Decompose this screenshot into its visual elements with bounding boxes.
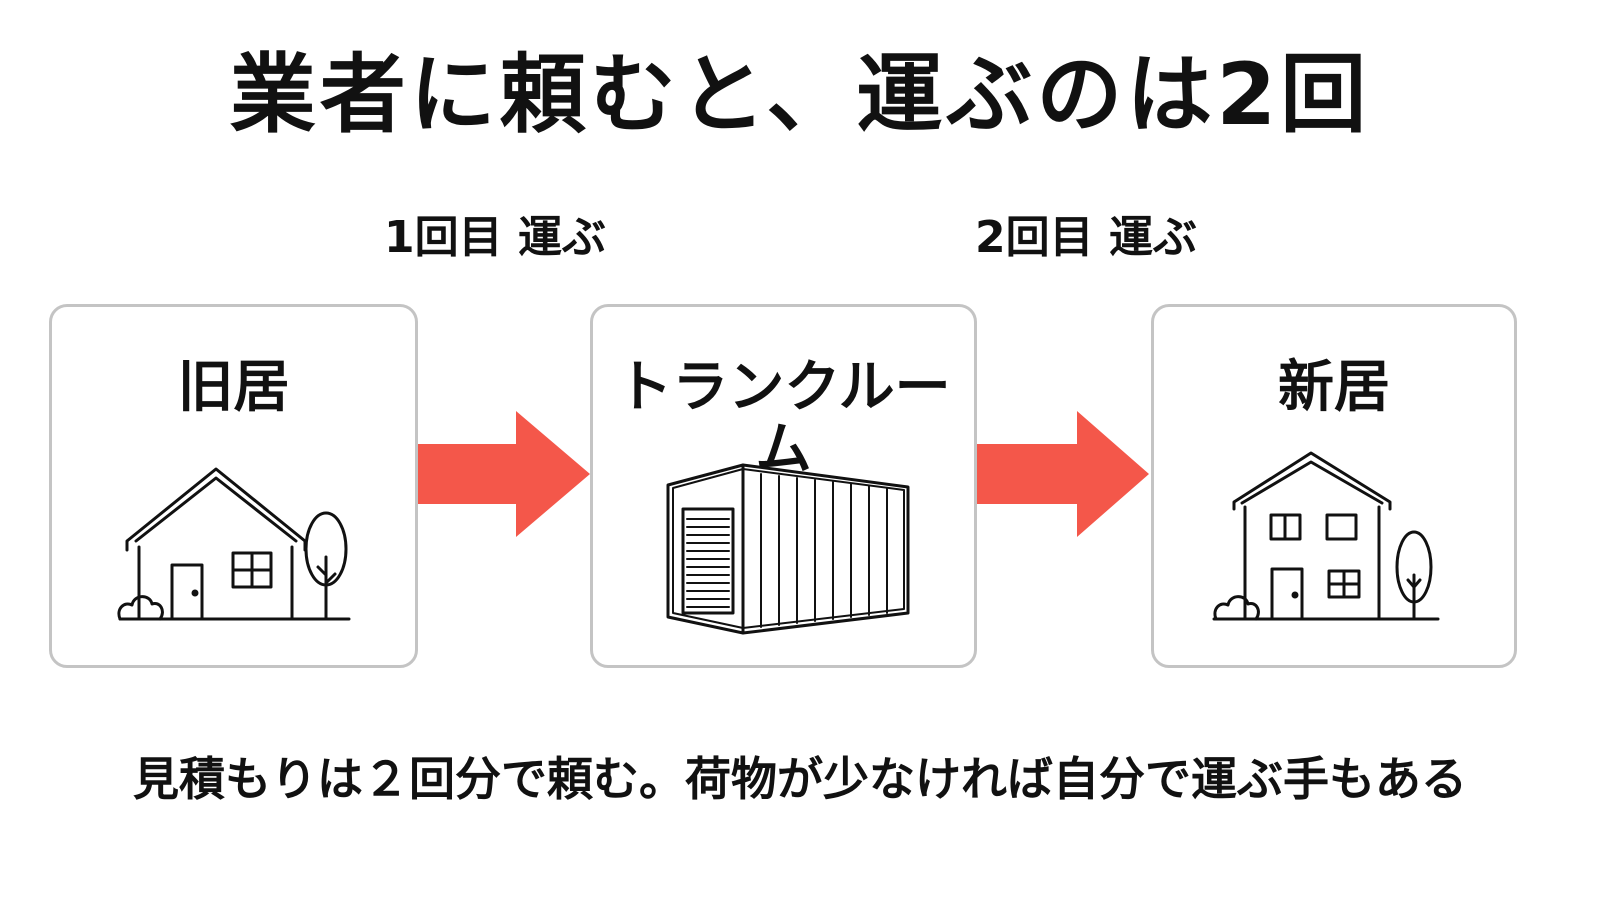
page-title: 業者に頼むと、運ぶのは2回 <box>229 45 1371 145</box>
node-storage-unit-label: トランクルーム <box>616 355 951 482</box>
step-label-first-move: 1回目 運ぶ <box>384 212 606 263</box>
node-old-home-label: 旧居 <box>177 355 290 420</box>
node-new-home: 新居 <box>1151 304 1517 668</box>
storage-container-icon <box>593 437 974 657</box>
node-new-home-label: 新居 <box>1278 355 1390 420</box>
footer-note: 見積もりは２回分で頼む。荷物が少なければ自分で運ぶ手もある <box>133 752 1467 806</box>
node-old-home: 旧居 <box>49 304 418 668</box>
step-label-second-move: 2回目 運ぶ <box>975 212 1197 263</box>
two-story-house-icon <box>1154 437 1514 657</box>
node-storage-unit: トランクルーム <box>590 304 977 668</box>
arrow-right-icon <box>977 411 1149 537</box>
house-icon <box>52 437 415 657</box>
arrow-right-icon <box>418 411 590 537</box>
